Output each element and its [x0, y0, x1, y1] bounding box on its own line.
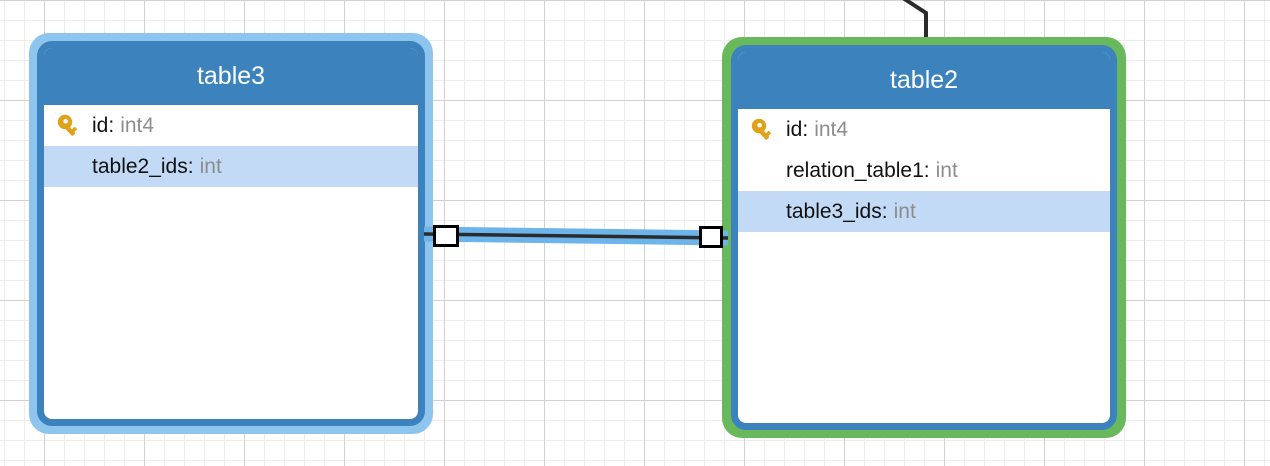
table-row[interactable]: table2_ids : int	[44, 146, 418, 187]
key-icon-placeholder	[56, 154, 92, 180]
column-type: int4	[814, 117, 849, 141]
column-separator: :	[923, 158, 930, 182]
table2-columns: id : int4 relation_table1 : int table3_i…	[738, 109, 1110, 232]
column-separator: :	[187, 154, 194, 178]
key-icon	[56, 113, 92, 139]
column-type: int4	[120, 113, 155, 137]
table-row[interactable]: id : int4	[738, 109, 1110, 150]
column-type: int	[199, 154, 222, 178]
column-separator: :	[108, 113, 115, 137]
key-icon-placeholder	[750, 199, 786, 225]
table-row[interactable]: relation_table1 : int	[738, 150, 1110, 191]
table2-title: table2	[738, 52, 1110, 109]
table3-columns: id : int4 table2_ids : int	[44, 105, 418, 187]
table3-title: table3	[44, 48, 418, 105]
column-name: id	[92, 113, 109, 137]
column-name: table3_ids	[786, 199, 882, 223]
column-name: id	[786, 117, 803, 141]
column-name: table2_ids	[92, 154, 188, 178]
link-endpoint-handle-source[interactable]	[433, 225, 459, 247]
link-endpoint-handle-target[interactable]	[699, 226, 723, 248]
table-row[interactable]: table3_ids : int	[738, 191, 1110, 232]
key-icon	[750, 117, 786, 143]
table-node-table3[interactable]: table3 id : int4	[37, 41, 425, 426]
table3-title-label: table3	[196, 62, 266, 90]
link-table3-table2-highlight	[423, 226, 729, 246]
column-type: int	[893, 199, 916, 223]
column-separator: :	[802, 117, 809, 141]
link-table3-table2[interactable]	[423, 232, 729, 240]
column-type: int	[935, 158, 958, 182]
column-separator: :	[881, 199, 888, 223]
column-name: relation_table1	[786, 158, 924, 182]
table-node-table2[interactable]: table2 id : int4	[731, 45, 1117, 430]
table2-title-label: table2	[889, 66, 959, 94]
key-icon-placeholder	[750, 158, 786, 184]
table-row[interactable]: id : int4	[44, 105, 418, 146]
